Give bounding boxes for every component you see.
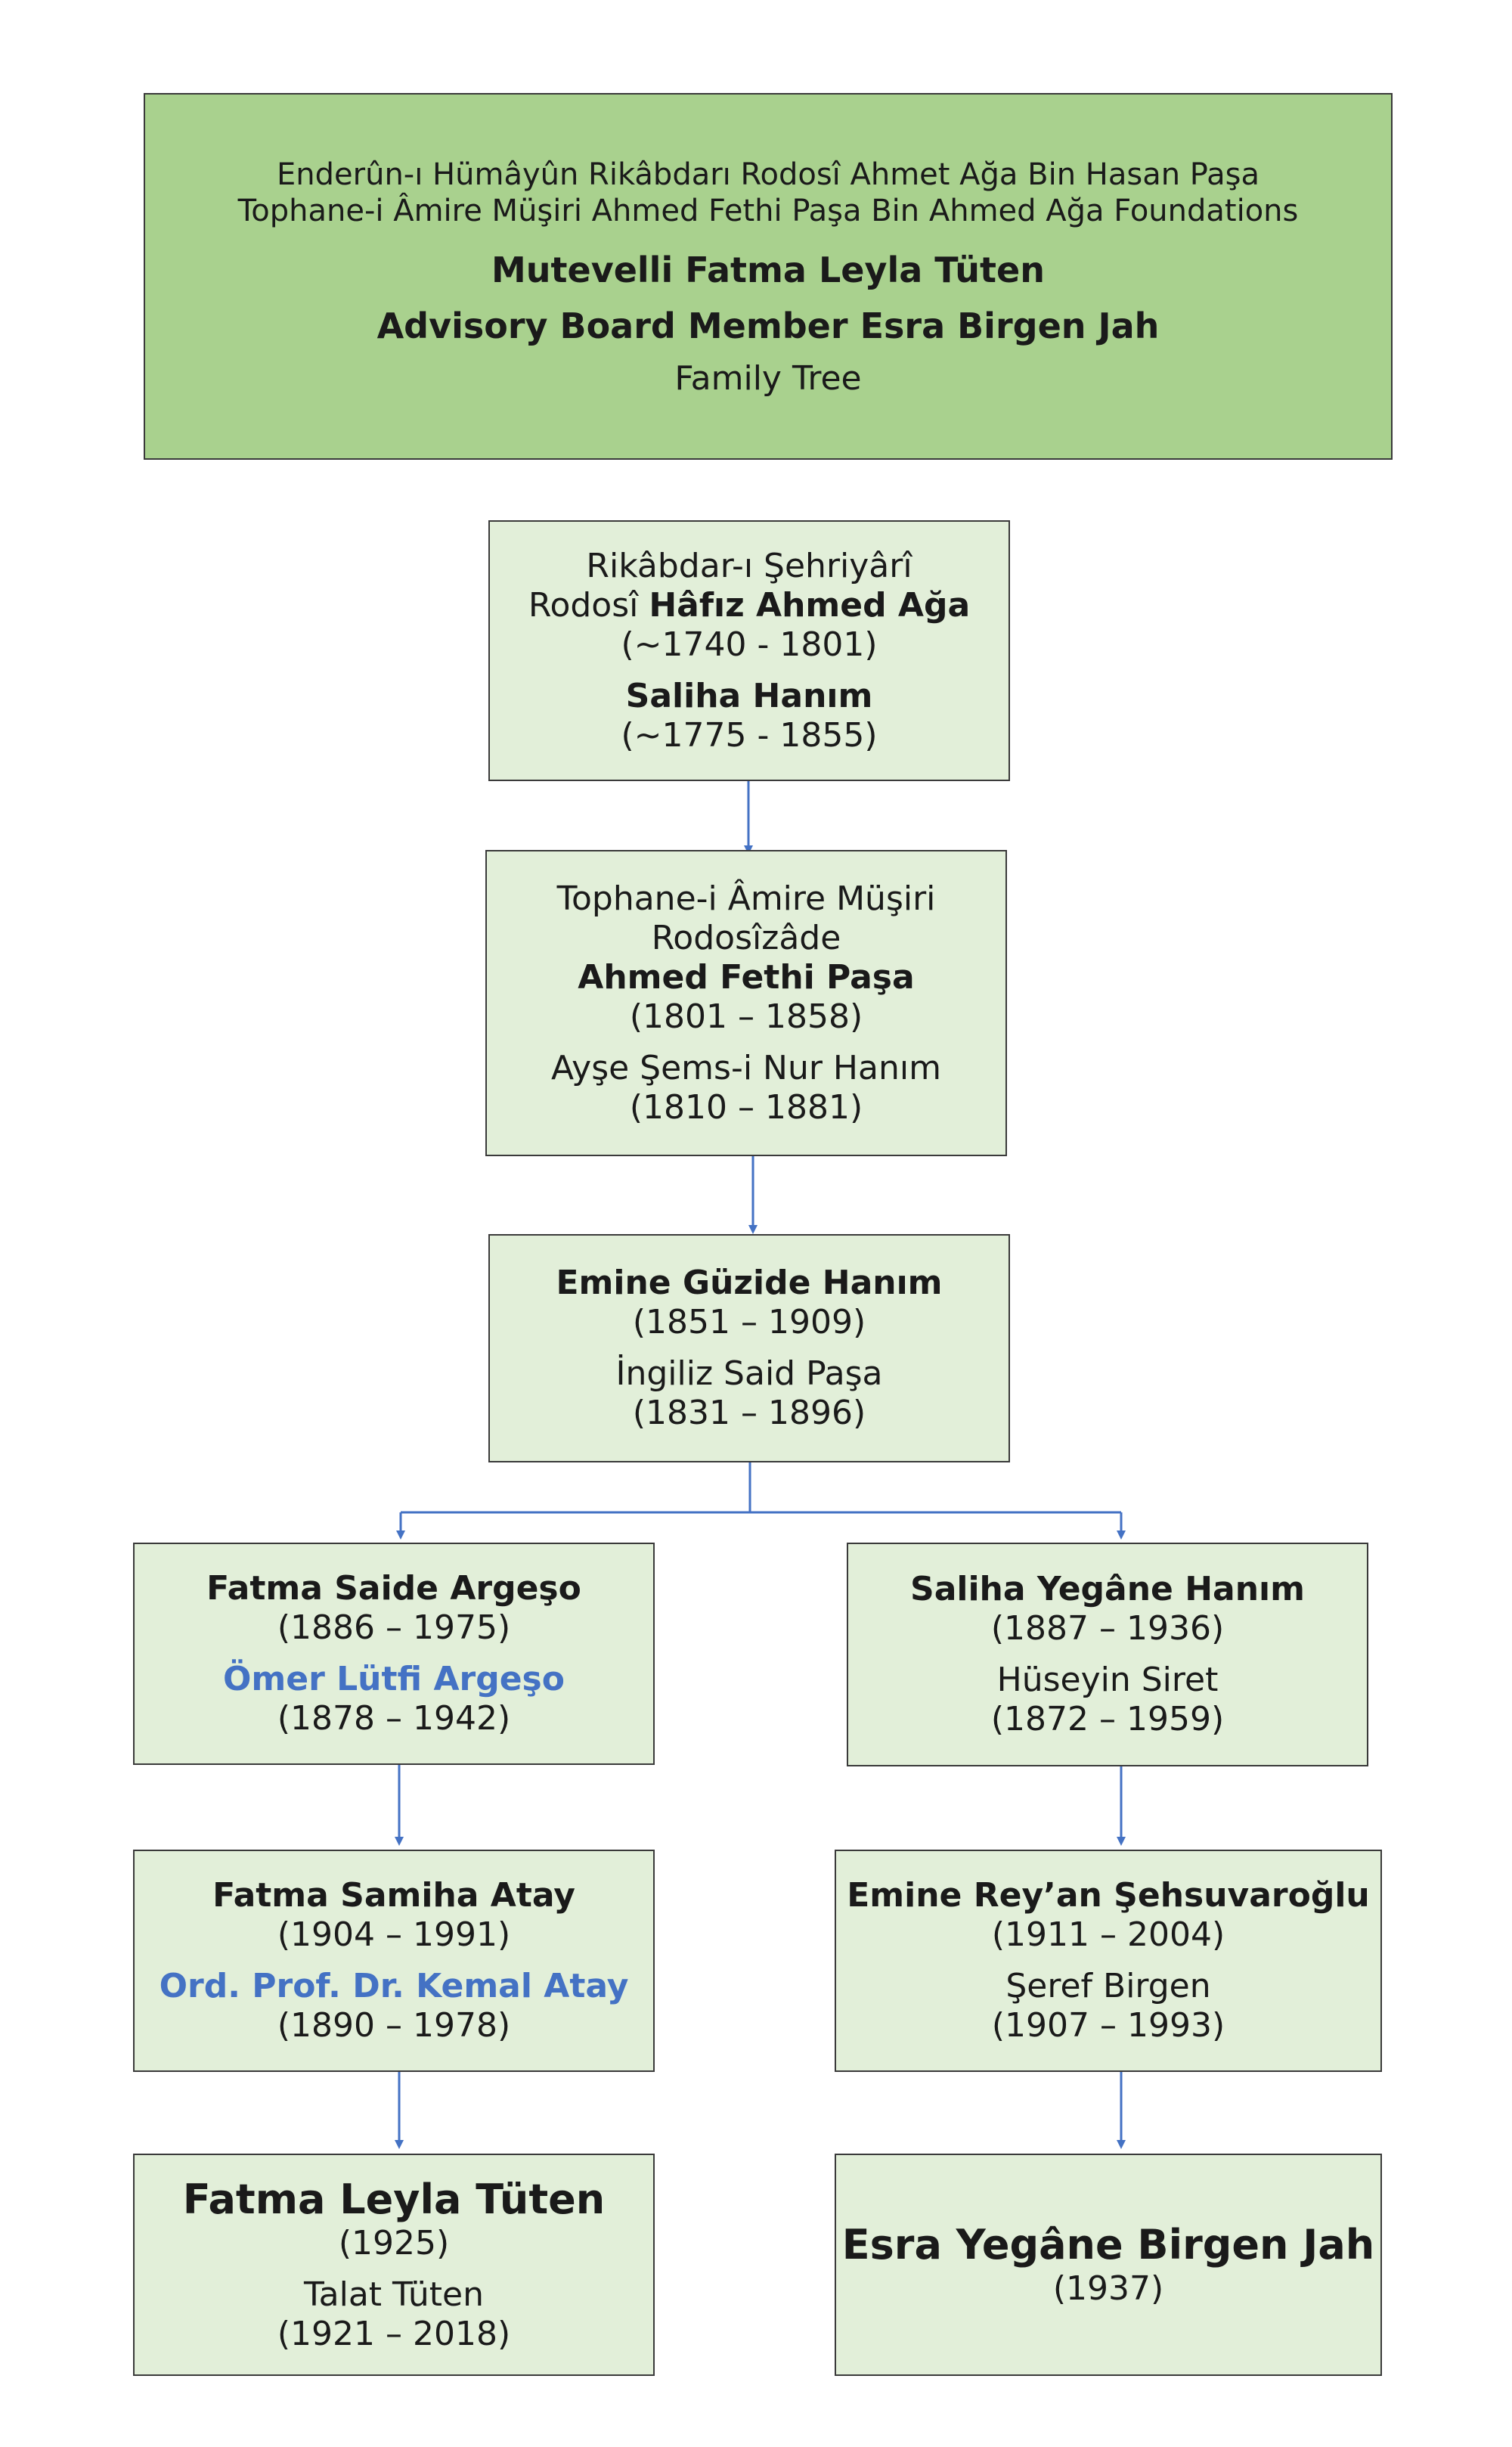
node-fatma-samiha-atay: Fatma Samiha Atay (1904 – 1991) Ord. Pro… — [133, 1850, 655, 2072]
node-spouse-dates: (1810 – 1881) — [629, 1087, 863, 1127]
node-spouse-dates: (1872 – 1959) — [990, 1700, 1225, 1738]
node-ahmed-fethi-pasa: Tophane-i Âmire Müşiri Rodosîzâde Ahmed … — [485, 850, 1007, 1156]
header-subtitle: Family Tree — [674, 358, 862, 398]
node-title-line: Tophane-i Âmire Müşiri — [556, 879, 936, 918]
node-name: Fatma Samiha Atay — [212, 1876, 575, 1915]
node-spouse-name: İngiliz Said Paşa — [615, 1354, 883, 1393]
connector-gen3-split — [401, 1462, 751, 1514]
node-dates: (1911 – 2004) — [991, 1915, 1225, 1954]
node-dates: (1925) — [338, 2224, 450, 2262]
header-box: Enderûn-ı Hümâyûn Rikâbdarı Rodosî Ahmet… — [144, 93, 1393, 460]
header-foundation-line-2: Tophane-i Âmire Müşiri Ahmed Fethi Paşa … — [237, 193, 1299, 228]
node-spouse-dates: (1878 – 1942) — [277, 1699, 511, 1738]
header-foundation-line-1: Enderûn-ı Hümâyûn Rikâbdarı Rodosî Ahmet… — [277, 157, 1259, 192]
node-name: Emine Rey’an Şehsuvaroğlu — [847, 1876, 1370, 1915]
node-name: Saliha Yegâne Hanım — [910, 1570, 1305, 1608]
node-fatma-saide-argeso: Fatma Saide Argeşo (1886 – 1975) Ömer Lü… — [133, 1543, 655, 1765]
node-name: Hâfız Ahmed Ağa — [649, 585, 971, 625]
node-spouse-dates: (~1775 - 1855) — [621, 715, 878, 755]
node-spouse-dates: (1921 – 2018) — [277, 2315, 511, 2353]
node-spouse-name: Ayşe Şems-i Nur Hanım — [551, 1048, 941, 1087]
node-spouse-dates: (1907 – 1993) — [991, 2006, 1225, 2045]
node-spouse-name: Hüseyin Siret — [996, 1661, 1219, 1699]
node-dates: (1801 – 1858) — [629, 997, 863, 1036]
node-emine-guzide-hanim: Emine Güzide Hanım (1851 – 1909) İngiliz… — [488, 1234, 1010, 1462]
node-name: Ahmed Fethi Paşa — [578, 957, 915, 997]
node-title-line: Rikâbdar-ı Şehriyârî — [586, 546, 912, 585]
node-spouse-dates: (1831 – 1896) — [632, 1394, 866, 1432]
node-dates: (~1740 - 1801) — [621, 625, 878, 664]
node-hafiz-ahmed-aga: Rikâbdar-ı Şehriyârî Rodosî Hâfız Ahmed … — [488, 520, 1010, 781]
node-esra-yegane-birgen-jah: Esra Yegâne Birgen Jah (1937) — [835, 2154, 1382, 2376]
node-spouse-link[interactable]: Ömer Lütfi Argeşo — [223, 1660, 565, 1698]
node-spouse-name: Saliha Hanım — [625, 676, 873, 715]
node-name: Esra Yegâne Birgen Jah — [841, 2221, 1375, 2269]
node-name: Emine Güzide Hanım — [556, 1264, 943, 1302]
node-title-line-2: Rodosîzâde — [651, 918, 841, 957]
header-mutevelli: Mutevelli Fatma Leyla Tüten — [491, 249, 1045, 290]
node-dates: (1904 – 1991) — [277, 1915, 511, 1954]
node-spouse-link[interactable]: Ord. Prof. Dr. Kemal Atay — [159, 1967, 629, 2005]
node-name-line: Rodosî Hâfız Ahmed Ağa — [528, 586, 970, 625]
node-spouse-name: Şeref Birgen — [1005, 1967, 1211, 2005]
node-spouse-name: Talat Tüten — [304, 2275, 484, 2314]
node-dates: (1937) — [1052, 2269, 1164, 2308]
node-emine-reyan-sehsuvaroglu: Emine Rey’an Şehsuvaroğlu (1911 – 2004) … — [835, 1850, 1382, 2072]
node-name: Fatma Saide Argeşo — [206, 1569, 581, 1608]
node-title-prefix: Rodosî — [528, 585, 649, 625]
node-dates: (1887 – 1936) — [990, 1609, 1225, 1648]
header-advisory: Advisory Board Member Esra Birgen Jah — [376, 305, 1160, 346]
node-spouse-dates: (1890 – 1978) — [277, 2006, 511, 2045]
node-name: Fatma Leyla Tüten — [182, 2176, 606, 2223]
node-dates: (1851 – 1909) — [632, 1303, 866, 1341]
node-dates: (1886 – 1975) — [277, 1608, 511, 1647]
node-fatma-leyla-tuten: Fatma Leyla Tüten (1925) Talat Tüten (19… — [133, 2154, 655, 2376]
node-saliha-yegane-hanim: Saliha Yegâne Hanım (1887 – 1936) Hüseyi… — [847, 1543, 1368, 1766]
